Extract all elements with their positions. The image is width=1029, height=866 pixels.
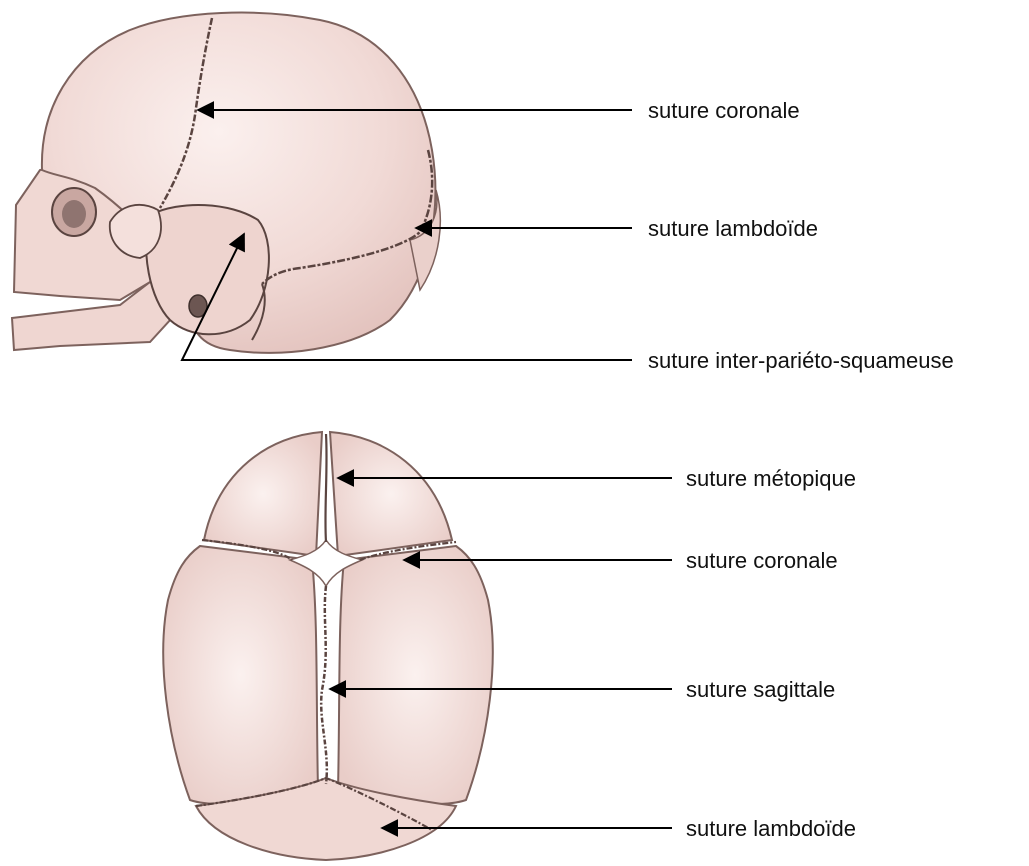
label-lateral-parieto-squamous: suture inter-pariéto-squameuse (648, 348, 954, 373)
frontal-bone-right (330, 432, 452, 556)
lateral-skull (12, 13, 440, 353)
parietal-bone-left (163, 546, 318, 804)
label-lateral-coronal: suture coronale (648, 98, 800, 123)
label-superior-lambdoid: suture lambdoïde (686, 816, 856, 841)
label-lateral-lambdoid: suture lambdoïde (648, 216, 818, 241)
superior-metopic-suture (325, 434, 326, 542)
frontal-bone-left (204, 432, 322, 556)
superior-sagittal-suture (321, 586, 327, 784)
superior-skull (163, 432, 492, 860)
parietal-bone-right (338, 546, 493, 804)
temporal-squama (146, 205, 269, 334)
label-superior-metopic: suture métopique (686, 466, 856, 491)
orbit-inner (62, 200, 86, 228)
label-superior-sagittal: suture sagittale (686, 677, 835, 702)
label-superior-coronal: suture coronale (686, 548, 838, 573)
